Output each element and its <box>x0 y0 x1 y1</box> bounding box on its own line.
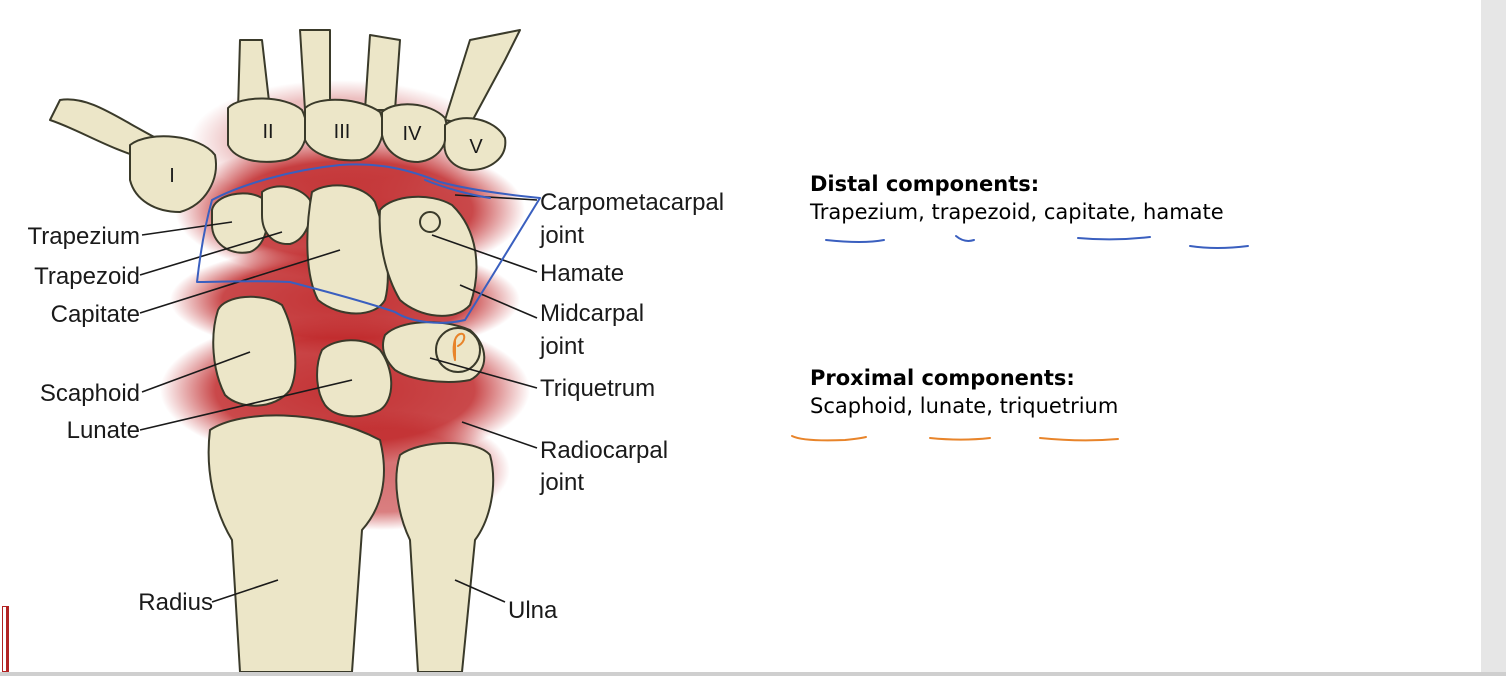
radius-bone <box>207 414 385 672</box>
label-midcarpal-line2: joint <box>539 333 584 360</box>
slide: I II III IV V Trapezium Trapezoid Capita… <box>2 29 1249 672</box>
distal-components-heading: Distal components: <box>810 172 1040 196</box>
label-trapezium: Trapezium <box>28 223 140 250</box>
label-hamate: Hamate <box>540 260 624 287</box>
right-gutter <box>1481 0 1506 676</box>
distal-components-note: Distal components: Trapezium, trapezoid,… <box>810 172 1224 224</box>
svg-text:III: III <box>334 121 351 143</box>
svg-text:IV: IV <box>403 123 423 145</box>
bottom-edge <box>0 672 1506 676</box>
label-carpometacarpal-line2: joint <box>539 222 584 249</box>
metacarpal-bases <box>129 97 507 213</box>
label-carpometacarpal-line1: Carpometacarpal <box>540 189 724 216</box>
label-lunate: Lunate <box>67 417 140 444</box>
proximal-components-note: Proximal components: Scaphoid, lunate, t… <box>810 366 1118 418</box>
wrist-anatomy-diagram: I II III IV V Trapezium Trapezoid Capita… <box>28 29 724 672</box>
label-radius: Radius <box>138 589 213 616</box>
slide-edge-marker <box>2 606 9 672</box>
label-triquetrum: Triquetrum <box>540 375 655 402</box>
capitate-bone <box>306 184 389 315</box>
label-ulna: Ulna <box>508 597 558 624</box>
label-midcarpal-line1: Midcarpal <box>540 300 644 327</box>
label-radiocarpal-line2: joint <box>539 469 584 496</box>
right-labels: Carpometacarpal joint Hamate Midcarpal j… <box>508 189 724 624</box>
left-labels: Trapezium Trapezoid Capitate Scaphoid Lu… <box>28 223 213 616</box>
proximal-components-heading: Proximal components: <box>810 366 1075 390</box>
label-scaphoid: Scaphoid <box>40 380 140 407</box>
proximal-components-list: Scaphoid, lunate, triquetrium <box>810 394 1119 418</box>
svg-text:I: I <box>169 165 175 187</box>
svg-text:V: V <box>469 136 483 158</box>
forearm-bones <box>207 414 495 672</box>
label-trapezoid: Trapezoid <box>34 263 140 290</box>
label-radiocarpal-line1: Radiocarpal <box>540 437 668 464</box>
ulna-bone <box>395 442 495 672</box>
metacarpal-numerals: I II III IV V <box>169 121 483 187</box>
scaphoid-bone <box>212 295 297 407</box>
lunate-bone <box>316 339 393 418</box>
label-capitate: Capitate <box>51 301 140 328</box>
distal-components-list: Trapezium, trapezoid, capitate, hamate <box>810 200 1224 224</box>
svg-text:II: II <box>262 121 273 143</box>
